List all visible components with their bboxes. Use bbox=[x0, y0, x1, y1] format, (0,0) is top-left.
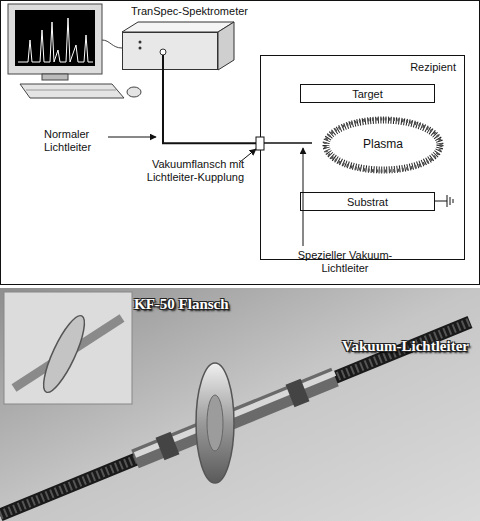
optical-fiber bbox=[163, 70, 260, 143]
leader-arrow bbox=[108, 137, 156, 138]
photo-label: KF-50 Flansch bbox=[134, 296, 229, 313]
inset-photo bbox=[4, 292, 132, 404]
inset-flange bbox=[36, 311, 91, 396]
computer-monitor bbox=[8, 4, 102, 74]
photo-label: Vakuum-Lichtleiter bbox=[342, 338, 469, 355]
spectrum-peaks bbox=[18, 18, 93, 62]
node-text: TranSpec-Spektrometer bbox=[131, 5, 248, 18]
monitor-screen bbox=[15, 10, 95, 66]
monitor-stand bbox=[42, 74, 68, 80]
inset-rod bbox=[14, 318, 122, 388]
vacuum-fiber bbox=[264, 142, 312, 144]
vacuum-fiber-label: Spezieller Vakuum-Lichtleiter bbox=[290, 249, 400, 275]
coupling-nut bbox=[290, 390, 305, 396]
fiber-label: Normaler Lichtleiter bbox=[44, 128, 108, 154]
spectrometer-side bbox=[218, 22, 234, 70]
plasma-ellipse: Plasma bbox=[322, 116, 444, 174]
ground-symbol bbox=[435, 195, 453, 207]
flange-center bbox=[207, 395, 223, 451]
node-text: Plasma bbox=[322, 138, 444, 151]
flange-label: Vakuumflansch mit Lichtleiter-Kupplung bbox=[118, 158, 244, 184]
fiber-corrugation bbox=[0, 322, 470, 515]
target-box: Target bbox=[300, 84, 435, 103]
fiber-cable bbox=[0, 322, 470, 515]
keyboard bbox=[20, 84, 124, 98]
node-text: Substrat bbox=[301, 196, 434, 209]
photo-background bbox=[0, 288, 480, 521]
data-cable bbox=[102, 40, 122, 48]
chamber-box: RezipientTargetPlasmaSubstrat bbox=[260, 55, 465, 260]
coupling-body bbox=[135, 377, 335, 459]
coupling-nut bbox=[160, 443, 175, 449]
mouse bbox=[127, 87, 141, 97]
node-text: Rezipient bbox=[410, 61, 456, 74]
spectrometer-box: TranSpec-Spektrometer bbox=[122, 32, 218, 70]
diagram-frame bbox=[1, 1, 480, 285]
substrate-box: Substrat bbox=[300, 192, 435, 211]
spectrometer-top bbox=[122, 22, 234, 32]
kf50-flange bbox=[196, 363, 234, 483]
node-text: Target bbox=[301, 88, 434, 101]
keyboard-keys bbox=[26, 90, 116, 91]
coupling-highlight bbox=[135, 373, 335, 455]
